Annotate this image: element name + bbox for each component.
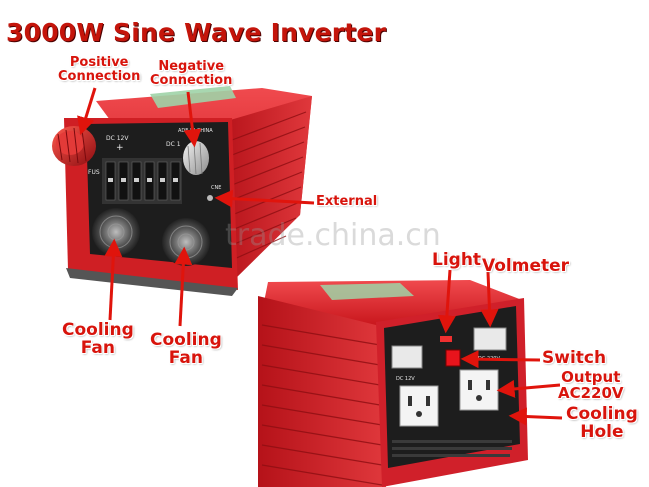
- arrow-volmeter: [480, 271, 499, 328]
- label-negative-line1: Negative: [158, 59, 225, 74]
- external-port: [207, 195, 213, 201]
- arrow-switch: [460, 350, 541, 369]
- arrow-output: [496, 379, 561, 398]
- label-cooling-fan-1-line1: Cooling: [62, 320, 134, 340]
- arrow-cooling-hole: [508, 407, 563, 426]
- top-sticker: [150, 86, 236, 108]
- label-cooling-fan-2: Cooling Fan: [150, 330, 222, 368]
- label-cooling-hole: Cooling Hole: [566, 404, 638, 442]
- label-negative-line2: Connection: [150, 72, 233, 88]
- label-positive-connection: Positive Connection: [58, 56, 140, 83]
- ac-socket-left: [399, 385, 439, 427]
- positive-terminal: [52, 126, 96, 166]
- cooling-fan-right: [162, 218, 210, 266]
- label-positive-line2: Connection: [58, 68, 141, 84]
- panel-text-one: CNE: [211, 185, 221, 191]
- label-volmeter: Volmeter: [482, 256, 570, 276]
- label-cooling-fan-2-line1: Cooling: [150, 330, 222, 350]
- panel2-text-dc12v: DC 12V: [396, 376, 415, 382]
- inverter-ac-end: DC 12V DC 220V: [258, 280, 528, 487]
- panel-text-fuse: FUS: [88, 169, 100, 176]
- panel-text-made-in-china: ADE IN CHINA: [178, 128, 213, 134]
- label-external: External: [316, 194, 378, 209]
- label-negative-connection: Negative Connection: [150, 60, 232, 87]
- voltmeter-display-right: [473, 327, 507, 351]
- panel-text-dc: DC 1: [166, 141, 181, 148]
- arrow-cooling-fan-1: [104, 238, 123, 321]
- label-cooling-fan-2-line2: Fan: [168, 347, 203, 368]
- page-title: 3000W Sine Wave Inverter: [6, 18, 387, 47]
- label-output-line1: Output: [561, 368, 621, 386]
- label-output-line2: AC220V: [558, 383, 624, 402]
- voltmeter-display-left: [391, 345, 423, 369]
- watermark: trade.china.cn: [225, 218, 441, 253]
- device-base: [66, 268, 238, 296]
- top-sticker-2: [320, 283, 414, 300]
- label-output: Output AC220V: [558, 368, 624, 402]
- cooling-holes: [392, 440, 512, 457]
- fuse-block: [102, 158, 182, 204]
- power-switch: [445, 349, 461, 367]
- negative-terminal: [183, 141, 209, 175]
- arrow-positive: [77, 87, 97, 136]
- inverter-side-fins: [220, 96, 312, 282]
- arrow-cooling-fan-2: [174, 246, 193, 327]
- inverter2-side-fins: [258, 296, 386, 487]
- label-cooling-fan-1: Cooling Fan: [62, 320, 134, 358]
- cooling-fan-left: [92, 208, 140, 256]
- label-cooling-fan-1-line2: Fan: [80, 337, 115, 358]
- indicator-light: [440, 336, 452, 342]
- label-cooling-hole-line1: Cooling: [566, 404, 638, 424]
- label-switch: Switch: [542, 348, 607, 368]
- label-light: Light: [432, 250, 482, 270]
- panel-text-dc12v: DC 12V: [106, 135, 129, 142]
- panel-text-plus: +: [116, 143, 124, 153]
- label-cooling-hole-line2: Hole: [580, 421, 624, 442]
- label-positive-line1: Positive: [69, 55, 129, 70]
- ac-socket-right: [459, 369, 499, 411]
- arrow-external: [214, 189, 315, 208]
- arrow-light: [437, 269, 456, 334]
- arrow-negative: [183, 91, 202, 148]
- callout-arrows: [77, 87, 563, 426]
